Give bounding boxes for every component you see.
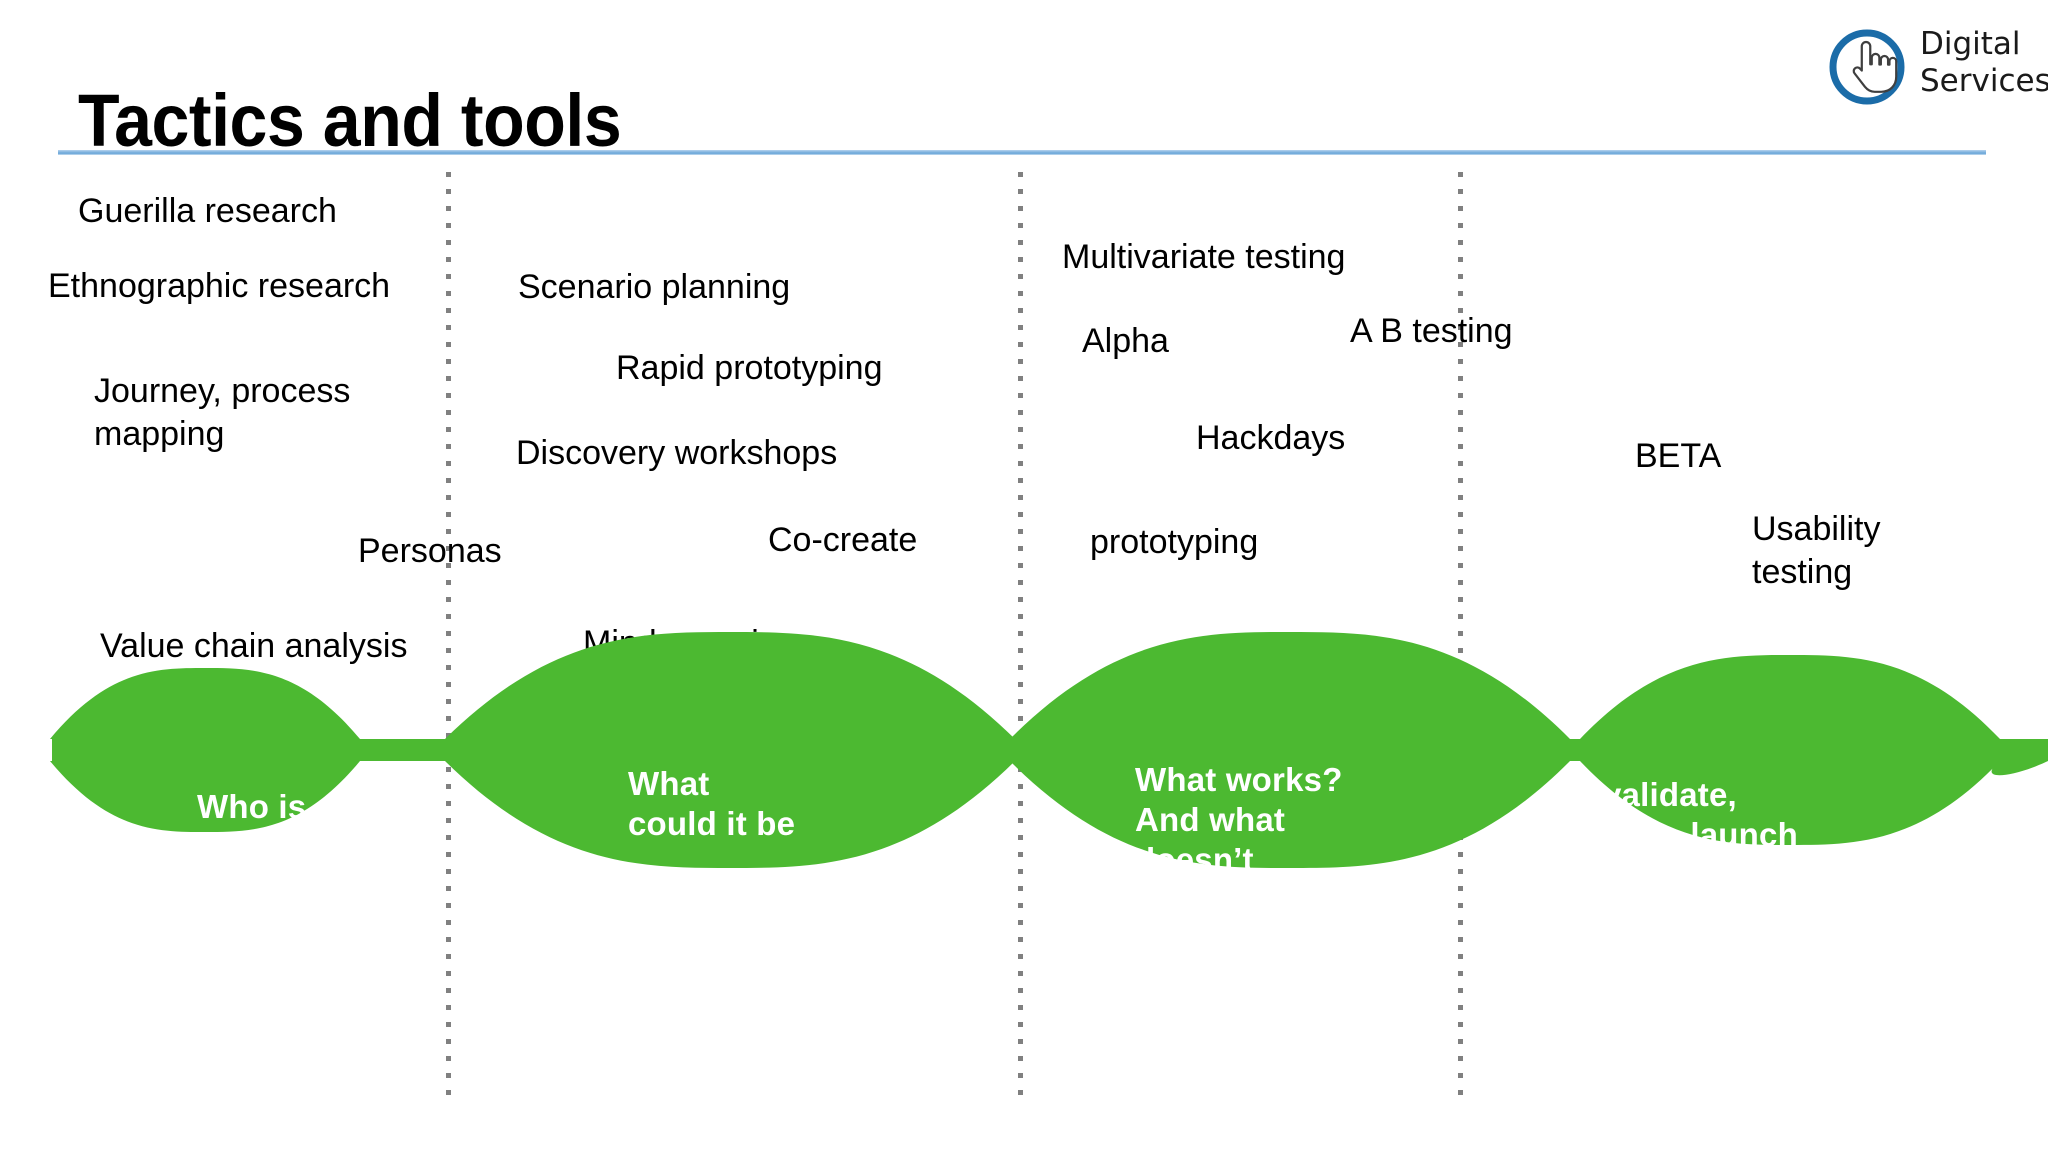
phase-label-develop: What works? And what doesn’t <box>1135 761 1343 878</box>
tactic-label: Alpha <box>1082 322 1169 360</box>
tactic-label: Discovery workshops <box>516 434 838 472</box>
phase-divider-1 <box>446 172 451 1098</box>
wave-shape <box>50 632 2048 868</box>
tactic-label: prototyping <box>1090 523 1259 561</box>
pointing-hand-cursor-icon <box>1829 29 1905 105</box>
tactic-label: A B testing <box>1350 312 1513 350</box>
phase-label-discover: Who is it for <box>197 788 307 865</box>
digital-services-logo: Digital Services <box>1826 22 2048 118</box>
tactic-label: Usability testing <box>1752 510 1881 591</box>
logo-text-line2: Services <box>1920 63 2048 99</box>
phase-label-define: What could it be <box>628 765 796 842</box>
phase-label-deliver: validate, plan, launch <box>1603 776 1798 853</box>
tactic-label: Hackdays <box>1196 419 1346 457</box>
logo-text: Digital Services <box>1920 26 2048 100</box>
tactic-label: Rapid prototyping <box>616 349 883 387</box>
header-divider-rule <box>58 150 1986 155</box>
tactic-label: Value chain analysis <box>100 627 408 665</box>
logo-text-line1: Digital <box>1920 26 2021 62</box>
phase-divider-2 <box>1018 172 1023 1098</box>
tactic-label: Personas <box>358 532 502 570</box>
tactic-label: Journey, process mapping <box>94 372 351 453</box>
tactic-label: Co-create <box>768 521 918 559</box>
tactic-label: Multivariate testing <box>1062 238 1346 276</box>
tactic-label: Guerilla research <box>78 192 337 230</box>
phase-divider-3 <box>1458 172 1463 1098</box>
tactic-label: BETA <box>1635 437 1722 475</box>
tactic-label: Ethnographic research <box>48 267 391 305</box>
page-title: Tactics and tools <box>78 78 622 162</box>
double-diamond-wave <box>50 632 2048 868</box>
tactic-label: Scenario planning <box>518 268 791 306</box>
